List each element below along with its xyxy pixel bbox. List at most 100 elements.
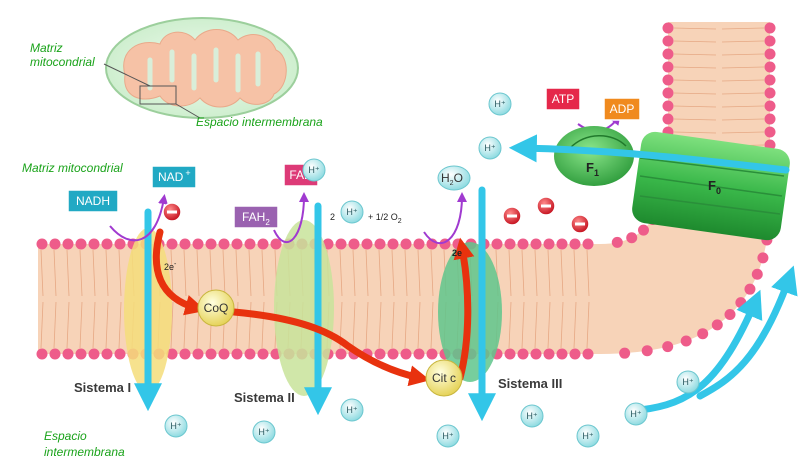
espacio-label-top: Espacio intermembrana xyxy=(196,115,323,129)
phospholipid-head xyxy=(711,319,723,331)
purple-arrows xyxy=(109,114,621,244)
svg-text:H⁺: H⁺ xyxy=(630,409,641,419)
phospholipid-head xyxy=(413,348,425,360)
phospholipid-head xyxy=(744,283,756,295)
phospholipid-head xyxy=(764,61,776,73)
sistema-3-label: Sistema III xyxy=(498,376,562,391)
matriz-label-left: Matriz mitocondrial xyxy=(22,161,123,175)
phospholipid-head xyxy=(662,87,674,99)
proton: H⁺ xyxy=(252,420,276,444)
nad-label: NAD+ xyxy=(158,168,191,184)
phospholipid-head xyxy=(62,238,74,250)
phospholipid-head xyxy=(400,238,412,250)
phospholipid-head xyxy=(387,348,399,360)
fah2-label: FAH2 xyxy=(242,210,270,227)
nadh-label: NADH xyxy=(76,194,110,208)
complex-2 xyxy=(274,220,334,396)
phospholipid-head xyxy=(348,238,360,250)
proton: H⁺ xyxy=(676,370,700,394)
svg-text:H⁺: H⁺ xyxy=(494,99,505,109)
synthase-proton-arrow xyxy=(508,134,790,174)
svg-text:H⁺: H⁺ xyxy=(484,143,495,153)
f1-subunit xyxy=(554,126,634,186)
matriz-label-top-1: Matriz xyxy=(30,41,63,55)
phospholipid-head xyxy=(662,74,674,86)
phospholipid-head xyxy=(244,348,256,360)
svg-text:H⁺: H⁺ xyxy=(526,411,537,421)
citc-molecule: Cit c xyxy=(425,359,463,397)
phospholipid-head xyxy=(49,238,61,250)
phospholipid-head xyxy=(764,100,776,112)
h2o-label: H2O xyxy=(441,171,463,187)
phospholipid-head xyxy=(724,309,736,320)
phospholipid-head xyxy=(101,238,113,250)
mitochondrion-inset xyxy=(103,17,299,119)
svg-text:H⁺: H⁺ xyxy=(346,405,357,415)
phospholipid-head xyxy=(257,348,269,360)
electron-path xyxy=(152,228,475,387)
phospholipid-head xyxy=(400,348,412,360)
phospholipid-head xyxy=(662,100,674,112)
electrons xyxy=(162,196,590,234)
phospholipid-head xyxy=(569,348,581,360)
proton: H⁺ xyxy=(520,404,544,428)
nad-box: NAD+ xyxy=(151,165,197,189)
svg-text:H⁺: H⁺ xyxy=(442,431,453,441)
phospholipid-head xyxy=(543,348,555,360)
phospholipid-head xyxy=(530,238,542,250)
protons: H⁺H⁺H⁺H⁺H⁺H⁺H⁺H⁺H⁺H⁺H⁺H⁺ xyxy=(164,92,700,448)
phospholipid-head xyxy=(426,348,438,360)
phospholipid-head xyxy=(517,348,529,360)
phospholipid-head xyxy=(205,348,217,360)
svg-text:H⁺: H⁺ xyxy=(582,431,593,441)
phospholipid-head xyxy=(101,348,113,360)
phospholipid-head xyxy=(491,238,503,250)
electron-charge xyxy=(536,196,556,216)
svg-text:H⁺: H⁺ xyxy=(346,207,357,217)
phospholipid-head xyxy=(205,238,217,250)
phospholipid-head xyxy=(335,238,347,250)
fah2-box: FAH2 xyxy=(233,205,279,229)
phospholipid-head xyxy=(662,22,674,34)
phospholipid-head xyxy=(374,348,386,360)
phospholipid-head xyxy=(36,238,48,250)
phospholipid-head xyxy=(556,348,568,360)
adp-box: ADP xyxy=(603,97,641,121)
phospholipid-head xyxy=(764,35,776,47)
phospholipid-head xyxy=(662,48,674,60)
phospholipid-head xyxy=(49,348,61,360)
oxygen-equation: + 1/2 O2 xyxy=(368,212,402,225)
phospholipid-head xyxy=(619,347,631,359)
phospholipid-head xyxy=(75,348,87,360)
phospholipid-head xyxy=(179,348,191,360)
phospholipid-head xyxy=(637,224,649,236)
phospholipid-head xyxy=(179,238,191,250)
sistema-1-label: Sistema I xyxy=(74,380,131,395)
zoom-region xyxy=(139,85,177,105)
phospholipid-head xyxy=(662,113,674,125)
phospholipid-head xyxy=(626,232,638,244)
water-molecule: H2O xyxy=(437,165,471,191)
phospholipid-head xyxy=(764,87,776,99)
phospholipid-head xyxy=(231,238,243,250)
proton: H⁺ xyxy=(576,424,600,448)
phospholipid-head xyxy=(62,348,74,360)
phospholipid-head xyxy=(192,238,204,250)
proton: H⁺ xyxy=(340,200,364,224)
svg-text:H⁺: H⁺ xyxy=(308,165,319,175)
proton: H⁺ xyxy=(478,136,502,160)
coq-label: CoQ xyxy=(204,301,229,315)
phospholipid-head xyxy=(582,238,594,250)
electron-charge xyxy=(162,202,182,222)
two-electron-label-2: 2e xyxy=(452,248,462,258)
phospholipid-head xyxy=(413,238,425,250)
phospholipid-head xyxy=(257,238,269,250)
proton-pump-arrows xyxy=(134,186,798,422)
phospholipid-head xyxy=(75,238,87,250)
phospholipid-head xyxy=(387,238,399,250)
phospholipid-head xyxy=(504,348,516,360)
phospholipid-head xyxy=(757,252,769,264)
phospholipid-head xyxy=(641,345,653,357)
phospholipid-head xyxy=(582,348,594,360)
proton: H⁺ xyxy=(340,398,364,422)
